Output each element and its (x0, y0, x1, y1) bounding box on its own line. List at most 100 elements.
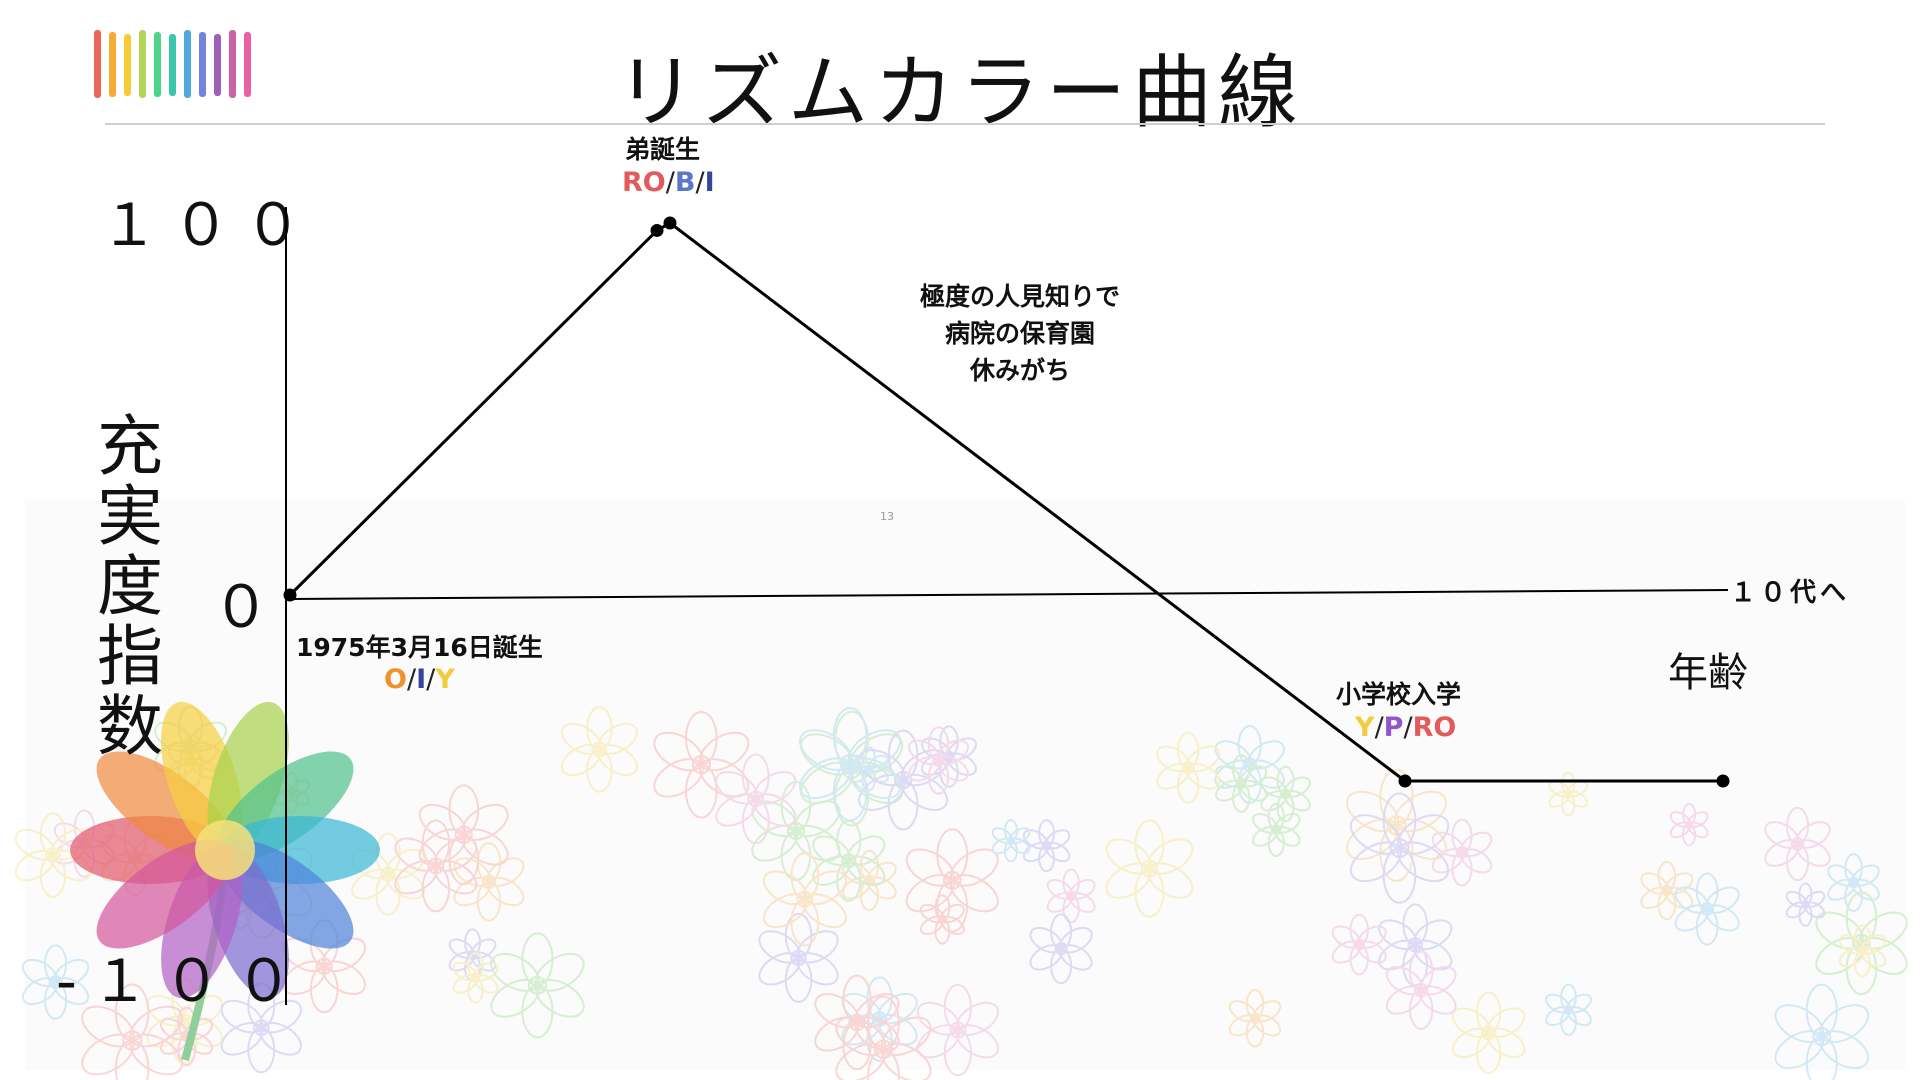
petal-outline (846, 835, 886, 866)
petal-outline (1566, 993, 1593, 1014)
petal-outline (1186, 762, 1221, 790)
petal-outline (53, 977, 90, 1006)
flower-center-outline (1790, 837, 1805, 851)
flower-center-outline (1181, 760, 1195, 775)
petal-outline (418, 828, 466, 866)
petal-outline (1253, 1000, 1282, 1023)
petal-outline (799, 729, 853, 772)
petal-outline (1346, 818, 1399, 860)
petal-outline (1237, 763, 1262, 804)
petal-outline (1795, 821, 1831, 849)
series-segment-2 (669, 221, 1406, 783)
petal-outline (1451, 851, 1473, 887)
petal-outline (908, 739, 941, 765)
petal-outline (1785, 842, 1810, 882)
y-axis-label-char-2: 度 (97, 548, 163, 625)
petal-outline (921, 737, 951, 761)
petal-outline (943, 983, 972, 1032)
petal-outline (1845, 942, 1878, 996)
flower-outline (1029, 913, 1093, 985)
flower-outline (452, 952, 499, 1004)
flower-outline (1785, 882, 1826, 927)
petal-outline (448, 938, 475, 959)
marker-pen (169, 34, 176, 96)
petal-outline (1419, 966, 1457, 996)
flower-center-outline (1563, 789, 1573, 799)
flower-outline (1451, 991, 1526, 1074)
petal-outline (934, 894, 951, 921)
flower-center-outline (841, 853, 857, 869)
petal-outline (1349, 814, 1402, 855)
petal-outline (1640, 886, 1669, 909)
petal-outline (1177, 731, 1200, 769)
flower-center-outline (786, 821, 805, 841)
petal-outline (836, 819, 862, 862)
petal-outline (1232, 754, 1251, 785)
flower-outline (418, 784, 509, 886)
petal-outline (1545, 993, 1571, 1014)
flower-center (195, 820, 255, 880)
petal-outline (780, 781, 812, 833)
flower-outline (1156, 731, 1221, 804)
flower-outline (351, 832, 425, 916)
flower-outline (715, 753, 797, 845)
petal-outline (858, 773, 906, 811)
x-axis-label: 年齢 (1668, 650, 1748, 696)
petal-outline (1413, 919, 1453, 951)
petal-outline (858, 749, 906, 787)
marker-pen (124, 34, 131, 96)
petal-outline (1851, 878, 1880, 901)
marker-pens (94, 30, 251, 98)
petal-outline (846, 855, 886, 886)
petal-outline (1274, 813, 1301, 834)
petal-outline (1687, 811, 1709, 828)
flower-outline (812, 819, 886, 902)
flower-center-outline (949, 1021, 967, 1039)
petal-outline (1247, 740, 1285, 770)
flower-outline (1764, 806, 1831, 882)
petal-outline (1038, 844, 1056, 873)
petal-outline (908, 756, 941, 782)
flower-center-outline (873, 1039, 894, 1060)
petal-outline (900, 749, 949, 787)
petal-outline (887, 729, 919, 782)
petal-outline (812, 855, 851, 886)
petal-outline (81, 1033, 135, 1076)
petal-outline (473, 961, 499, 982)
petal-outline (521, 984, 554, 1039)
petal-outline (1050, 913, 1073, 950)
petal-outline (171, 1020, 198, 1065)
flower-center-outline (527, 975, 547, 995)
petal-outline (881, 1042, 932, 1080)
petal-outline (919, 915, 944, 936)
petal-outline (159, 1018, 189, 1041)
y-tick-zero: ０ (212, 573, 285, 641)
petal-outline (448, 951, 475, 972)
flower-outline (1431, 818, 1493, 887)
petal-outline (1566, 1006, 1593, 1027)
petal-outline (1674, 904, 1710, 932)
petal-outline (220, 1021, 264, 1056)
petal-outline (1022, 842, 1049, 863)
petal-outline (867, 1048, 900, 1080)
flower-outline (1346, 768, 1447, 882)
petal-outline (1134, 819, 1165, 870)
petal-outline (1105, 862, 1152, 899)
petal-outline (715, 793, 758, 827)
petal-outline (1705, 904, 1740, 932)
flower-center-outline (937, 914, 948, 925)
petal-outline (1357, 925, 1387, 949)
petal-outline (1838, 947, 1865, 968)
flower-center-outline (1270, 824, 1282, 836)
flower-outline (916, 983, 1000, 1077)
petal-outline (847, 757, 902, 800)
flower-center-outline (848, 1013, 866, 1032)
petal-outline (1069, 878, 1096, 900)
petal-outline (1050, 947, 1073, 985)
petal-outline (814, 1016, 860, 1052)
petal-outline (1357, 940, 1387, 964)
petal-outline (1431, 848, 1464, 874)
petal-outline (1827, 864, 1856, 887)
petal-outline (814, 993, 860, 1029)
petal-outline (1394, 790, 1447, 833)
